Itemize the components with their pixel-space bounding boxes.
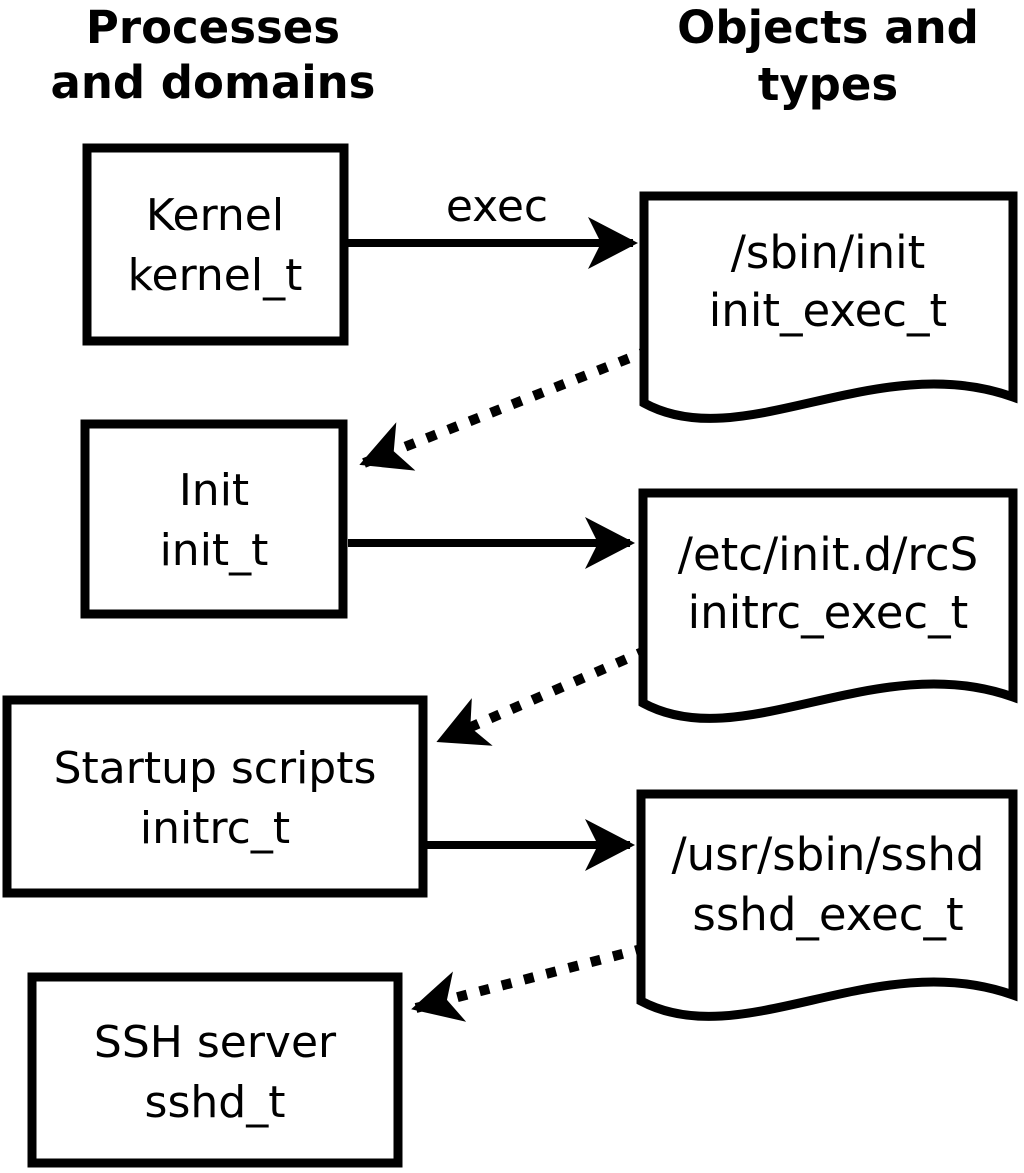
object-doc-etc-init-d-rcS: /etc/init.d/rcS initrc_exec_t [638, 488, 1018, 723]
column-header-processes: Processes and domains [51, 1, 376, 109]
kernel-box-domain: kernel_t [128, 250, 303, 301]
init-box-rect [80, 419, 348, 619]
ssh-server-box-domain: sshd_t [145, 1077, 286, 1128]
process-box-init: Init init_t [80, 419, 348, 619]
transition-arrow-init-exec-to-init [359, 345, 652, 471]
transition-arrow-sshd-exec-to-sshd [411, 943, 647, 1022]
object-doc-sbin-init: /sbin/init init_exec_t [639, 191, 1018, 423]
process-box-ssh-server: SSH server sshd_t [27, 972, 403, 1168]
object-doc-usr-sbin-sshd: /usr/sbin/sshd sshd_exec_t [636, 789, 1018, 1021]
ssh-server-box-name: SSH server [94, 1017, 337, 1068]
sbin-init-doc-type: init_exec_t [709, 284, 947, 337]
processes-header-line2: and domains [51, 56, 376, 109]
rcS-doc-type: initrc_exec_t [688, 586, 969, 639]
exec-arrow-label: exec [446, 181, 548, 232]
kernel-box-rect [82, 143, 349, 346]
init-box-domain: init_t [160, 525, 269, 576]
process-box-kernel: Kernel kernel_t [82, 143, 349, 346]
ssh-server-box-rect [27, 972, 403, 1168]
startup-scripts-box-domain: initrc_t [140, 803, 290, 854]
sbin-init-doc-shape [639, 191, 1018, 423]
kernel-box-name: Kernel [146, 190, 284, 241]
init-box-name: Init [179, 465, 249, 516]
transition-arrow-initrc-exec-to-initrc [436, 645, 650, 746]
objects-header-line2: types [758, 58, 898, 111]
sbin-init-doc-path: /sbin/init [731, 226, 926, 279]
sshd-doc-shape [636, 789, 1018, 1021]
objects-header-line1: Objects and [677, 1, 979, 54]
rcS-doc-shape [638, 488, 1018, 723]
process-box-startup-scripts: Startup scripts initrc_t [2, 695, 428, 898]
sshd-doc-type: sshd_exec_t [692, 888, 963, 941]
startup-scripts-box-rect [2, 695, 428, 898]
rcS-doc-path: /etc/init.d/rcS [678, 528, 978, 581]
column-header-objects: Objects and types [677, 1, 979, 111]
processes-header-line1: Processes [86, 1, 340, 54]
startup-scripts-box-name: Startup scripts [54, 743, 377, 794]
sshd-doc-path: /usr/sbin/sshd [672, 828, 985, 881]
